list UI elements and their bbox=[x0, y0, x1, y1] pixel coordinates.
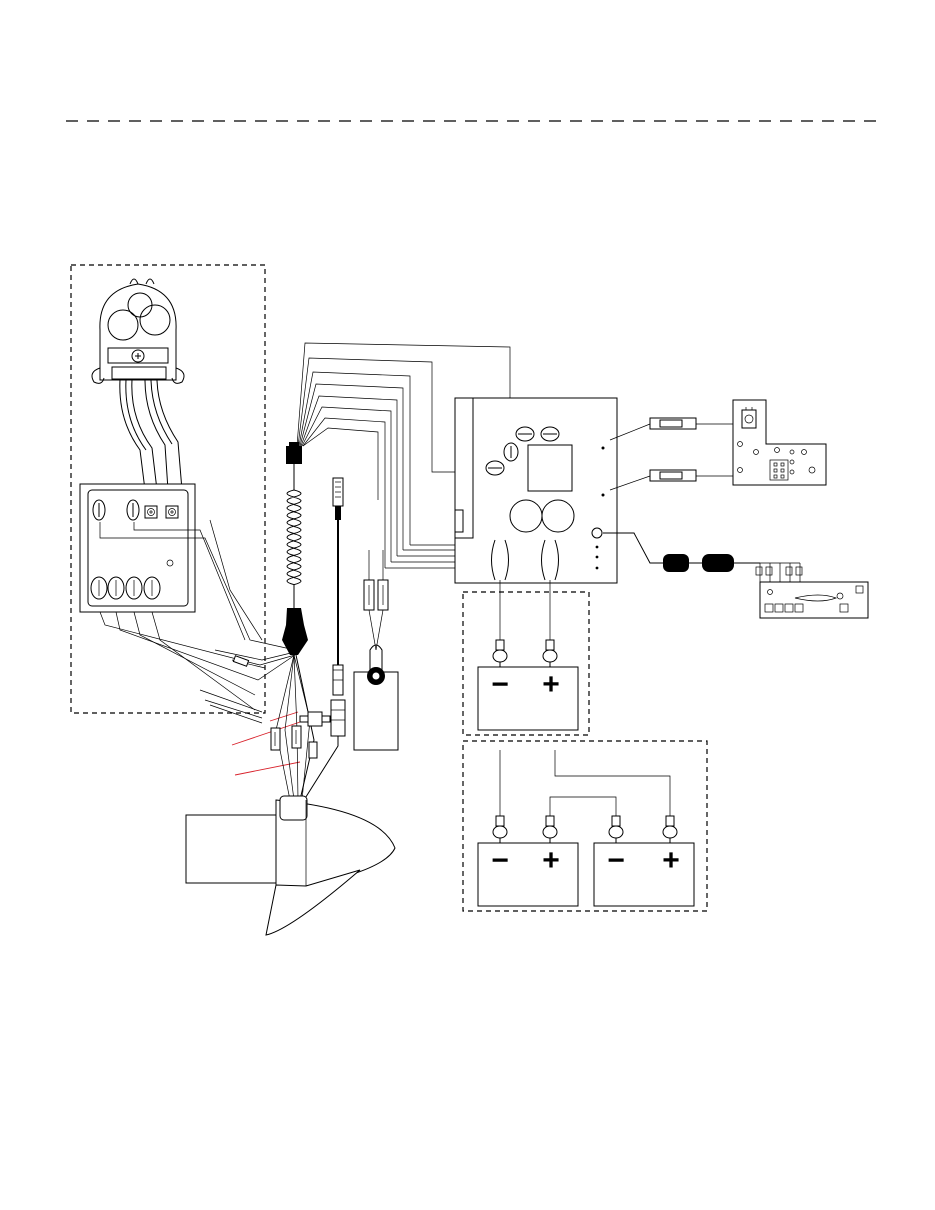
motor-harness bbox=[270, 654, 331, 801]
battery-pair-right-positive-label: + bbox=[662, 844, 680, 877]
control-box bbox=[454, 397, 618, 584]
battery-pair-left-negative-label: − bbox=[491, 844, 509, 877]
control-plug bbox=[91, 278, 185, 384]
sonar-cable bbox=[303, 477, 346, 801]
battery-single bbox=[477, 639, 579, 731]
inline-fuses-center bbox=[363, 550, 389, 651]
battery-pair-right-negative-label: − bbox=[607, 844, 625, 877]
battery-single-positive-label: + bbox=[542, 668, 560, 701]
battery-region-12v bbox=[462, 591, 590, 736]
battery-pair-right bbox=[593, 815, 695, 907]
coil-cord bbox=[282, 442, 308, 655]
accessory-wiring bbox=[603, 417, 760, 572]
battery-pair-left bbox=[477, 815, 579, 907]
battery-region-24v bbox=[462, 740, 708, 912]
trolling-motor bbox=[185, 795, 396, 936]
terminal-block bbox=[79, 483, 196, 613]
battery-single-negative-label: − bbox=[491, 668, 509, 701]
harness-wires-left bbox=[99, 519, 296, 724]
battery-pair-left-positive-label: + bbox=[542, 844, 560, 877]
hang-tag bbox=[353, 644, 399, 751]
circuit-board-bottom bbox=[755, 562, 869, 619]
circuit-board-top bbox=[732, 399, 827, 486]
control-head-region bbox=[70, 264, 266, 714]
